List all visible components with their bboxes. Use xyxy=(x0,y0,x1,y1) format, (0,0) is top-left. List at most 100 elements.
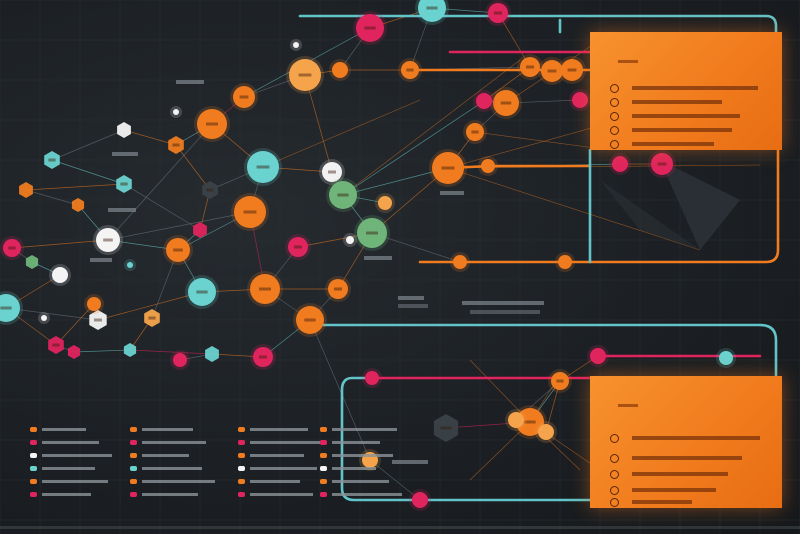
legend-label-bar xyxy=(142,480,215,483)
panel-row-text xyxy=(632,436,760,440)
circle-node xyxy=(173,109,179,115)
edge xyxy=(51,129,125,161)
circle-node xyxy=(166,238,190,262)
legend-label-bar xyxy=(142,441,206,444)
footer-line xyxy=(0,526,800,529)
circle-node xyxy=(127,262,133,268)
circle-node xyxy=(289,59,321,91)
node-glyph xyxy=(440,426,452,430)
ray-edge xyxy=(474,131,611,151)
node-glyph xyxy=(524,420,536,424)
edge xyxy=(304,74,333,173)
node-glyph xyxy=(366,231,378,235)
node-glyph xyxy=(206,122,218,126)
node-glyph xyxy=(239,95,249,99)
edge xyxy=(129,349,213,355)
ray-edge xyxy=(342,59,521,196)
legend-swatch-icon xyxy=(130,427,137,432)
node-glyph xyxy=(334,287,342,291)
node-glyph xyxy=(441,166,455,170)
circle-node xyxy=(558,255,572,269)
legend-swatch-icon xyxy=(238,466,245,471)
legend-label-bar xyxy=(250,441,321,444)
circle-node xyxy=(401,61,419,79)
edge xyxy=(73,349,131,353)
node-glyph xyxy=(0,306,12,310)
connector-wire xyxy=(340,376,592,502)
circle-node xyxy=(590,348,606,364)
node-glyph xyxy=(94,318,102,322)
hexagon-node xyxy=(202,181,218,199)
legend-label-bar xyxy=(42,428,86,431)
node-glyph xyxy=(256,165,270,169)
edge xyxy=(369,459,421,501)
edge xyxy=(342,100,485,196)
legend-label-bar xyxy=(42,467,95,470)
circle-icon xyxy=(610,98,619,107)
circle-node xyxy=(87,297,101,311)
label-bar xyxy=(176,80,204,84)
ray-edge xyxy=(447,164,761,169)
panel-row-text xyxy=(632,500,692,504)
panel-row-text xyxy=(632,456,742,460)
circle-node xyxy=(253,347,273,367)
legend-label-bar xyxy=(42,441,99,444)
circle-node xyxy=(508,412,524,428)
legend-label-bar xyxy=(332,493,402,496)
hexagon-node xyxy=(193,222,207,238)
circle-node xyxy=(516,408,544,436)
connector-wire xyxy=(298,14,778,34)
circle-node xyxy=(432,152,464,184)
circle-node xyxy=(293,42,299,48)
legend-swatch-icon xyxy=(30,492,37,497)
hexagon-icon xyxy=(610,434,619,443)
legend-swatch-icon xyxy=(30,440,37,445)
circle-node xyxy=(651,153,673,175)
legend-label-bar xyxy=(250,480,300,483)
edge xyxy=(371,232,461,263)
edge xyxy=(342,167,449,196)
edge xyxy=(97,291,203,321)
circle-node xyxy=(234,196,266,228)
circle-icon xyxy=(610,140,619,149)
legend-label-bar xyxy=(42,493,91,496)
legend-label-bar xyxy=(42,480,108,483)
node-glyph xyxy=(206,188,214,192)
legend-swatch-icon xyxy=(238,440,245,445)
circle-node xyxy=(572,92,588,108)
circle-node xyxy=(197,109,227,139)
panel-row-text xyxy=(632,86,758,90)
circle-node xyxy=(332,62,348,78)
label-bar xyxy=(398,304,428,308)
hexagon-node xyxy=(144,309,160,327)
label-bar xyxy=(392,460,428,464)
circle-node xyxy=(356,14,384,42)
circle-node xyxy=(3,239,21,257)
circle-node xyxy=(346,236,354,244)
node-glyph xyxy=(52,343,60,347)
legend-label-bar xyxy=(250,493,313,496)
circle-node xyxy=(418,0,446,22)
legend-swatch-icon xyxy=(320,427,327,432)
node-glyph xyxy=(364,26,376,30)
hexagon-node xyxy=(117,122,131,138)
hexagon-icon xyxy=(610,470,619,479)
node-glyph xyxy=(173,248,183,252)
edge xyxy=(107,211,251,241)
circle-node xyxy=(0,294,20,322)
node-glyph xyxy=(172,143,180,147)
legend-label-bar xyxy=(142,467,202,470)
node-glyph xyxy=(471,130,479,134)
edge xyxy=(25,189,79,206)
edge xyxy=(51,159,125,185)
circle-node xyxy=(288,237,308,257)
circle-node xyxy=(719,351,733,365)
hexagon-icon xyxy=(610,486,619,495)
node-glyph xyxy=(8,246,16,250)
legend-swatch-icon xyxy=(30,479,37,484)
legend-swatch-icon xyxy=(130,440,137,445)
legend-swatch-icon xyxy=(30,453,37,458)
connector-wire xyxy=(446,164,592,170)
hexagon-node xyxy=(19,182,33,198)
